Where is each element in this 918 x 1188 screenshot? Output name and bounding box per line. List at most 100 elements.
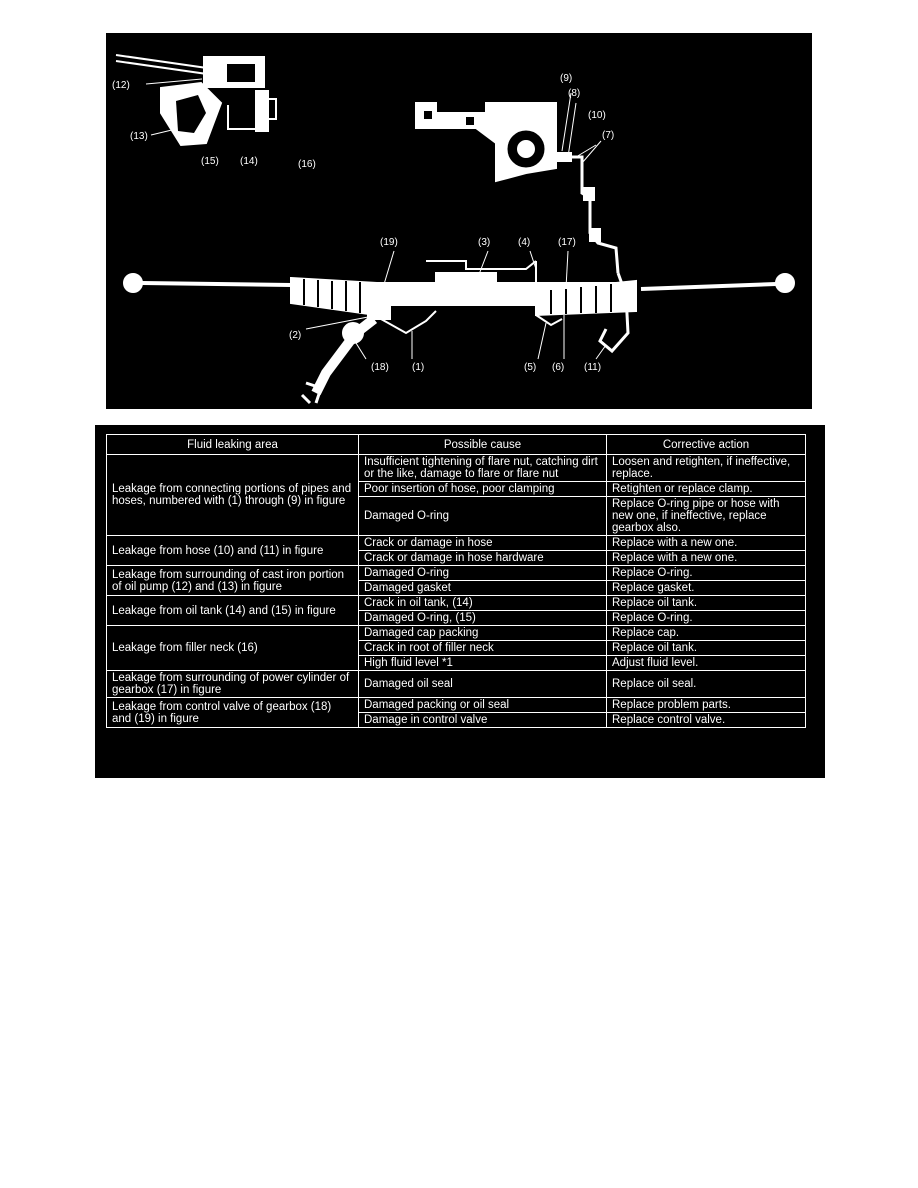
leader-5 <box>537 322 547 360</box>
table-row: Damage in control valve Replace control … <box>107 712 806 728</box>
table-row: Leakage from connecting portions of pipe… <box>106 454 806 536</box>
filler-neck <box>267 98 277 120</box>
label-15: (15) <box>201 156 219 167</box>
table-row: Leakage from surrounding of power cylind… <box>106 670 806 698</box>
cause-cell: Damaged cap packing <box>358 625 607 641</box>
pipe-clamp-1 <box>583 187 595 201</box>
leader-3 <box>477 250 489 278</box>
pump-pulley-hub <box>517 140 535 158</box>
leader-18 <box>355 342 367 360</box>
tie-rod-left <box>141 281 292 287</box>
area-cell: Leakage from hose (10) and (11) in figur… <box>106 535 359 566</box>
bracket-hole-2 <box>466 117 474 125</box>
action-cell: Replace O-ring. <box>606 565 806 581</box>
fitting-5 <box>535 314 563 327</box>
area-cell: Leakage from control valve of gearbox (1… <box>106 697 359 728</box>
action-cell: Replace with a new one. <box>606 550 806 566</box>
table-row: Leakage from surrounding of cast iron po… <box>106 565 806 596</box>
header-corrective-action: Corrective action <box>606 434 806 455</box>
leader-17 <box>565 250 569 289</box>
label-2: (2) <box>289 330 301 341</box>
label-10: (10) <box>588 110 606 121</box>
cause-cell: Damaged oil seal <box>358 670 607 698</box>
action-cell: Replace oil tank. <box>606 640 806 656</box>
leader-11 <box>595 344 607 360</box>
table-row: Leakage from filler neck (16) Damaged ca… <box>106 625 806 671</box>
cause-cell: Damaged O-ring, (15) <box>358 610 607 626</box>
cause-cell: Crack or damage in hose <box>358 535 607 551</box>
leader-4 <box>529 250 537 270</box>
cause-cell: High fluid level *1 <box>358 655 607 671</box>
label-11: (11) <box>584 362 601 373</box>
table-row: Damaged gasket Replace gasket. <box>107 580 806 596</box>
return-hose <box>598 272 630 354</box>
cause-cell: Crack or damage in hose hardware <box>358 550 607 566</box>
area-cell: Leakage from surrounding of cast iron po… <box>106 565 359 596</box>
area-cell: Leakage from oil tank (14) and (15) in f… <box>106 595 359 626</box>
tank-line <box>227 105 256 130</box>
control-valve <box>367 290 391 320</box>
leader-19 <box>381 250 395 292</box>
leader-8 <box>567 102 577 158</box>
label-4: (4) <box>518 237 530 248</box>
tie-rod-end-left <box>123 273 143 293</box>
steering-gear-diagram: (12) (13) (15) (14) (16) (9) (8) (10) (7… <box>106 33 812 409</box>
bracket-hole-1 <box>424 111 432 119</box>
boot-left-ribs <box>303 279 361 313</box>
label-5: (5) <box>524 362 536 373</box>
cause-cell: Crack in root of filler neck <box>358 640 607 656</box>
area-cell: Leakage from connecting portions of pipe… <box>106 454 359 536</box>
table-row: Leakage from hose (10) and (11) in figur… <box>106 535 806 566</box>
label-7: (7) <box>602 130 614 141</box>
label-6: (6) <box>552 362 564 373</box>
header-fluid-leaking-area: Fluid leaking area <box>106 434 359 455</box>
label-1: (1) <box>412 362 424 373</box>
table-row: Leakage from oil tank (14) and (15) in f… <box>106 595 806 626</box>
cause-cell: Poor insertion of hose, poor clamping <box>358 481 607 497</box>
pipe-clamp-2 <box>589 228 601 242</box>
cylinder-top <box>435 272 497 284</box>
label-8: (8) <box>568 88 580 99</box>
action-cell: Replace O-ring. <box>606 610 806 626</box>
diagram-svg: (12) (13) (15) (14) (16) (9) (8) (10) (7… <box>112 54 795 405</box>
header-possible-cause: Possible cause <box>358 434 607 455</box>
label-14: (14) <box>240 156 258 167</box>
yoke <box>300 381 323 405</box>
pump-bracket-cutout <box>176 95 206 133</box>
cause-cell: Damaged O-ring <box>358 565 607 581</box>
leader-10 <box>575 144 597 158</box>
cause-cell: Crack in oil tank, (14) <box>358 595 607 611</box>
label-13: (13) <box>130 131 148 142</box>
action-cell: Replace with a new one. <box>606 535 806 551</box>
label-9: (9) <box>560 73 572 84</box>
label-17: (17) <box>558 237 576 248</box>
action-cell: Replace oil tank. <box>606 595 806 611</box>
boot-right-ribs <box>550 284 612 314</box>
cylinder-pipe <box>426 260 537 270</box>
leader-7 <box>581 140 602 164</box>
oil-tank <box>255 90 269 132</box>
leader-12 <box>145 78 203 85</box>
action-cell: Adjust fluid level. <box>606 655 806 671</box>
action-cell: Replace oil seal. <box>606 670 806 698</box>
action-cell: Replace gasket. <box>606 580 806 596</box>
label-16: (16) <box>298 159 316 170</box>
label-3: (3) <box>478 237 490 248</box>
cause-cell: Damaged O-ring <box>358 496 607 536</box>
cause-cell: Damage in control valve <box>358 712 607 728</box>
table-header-row: Fluid leaking area Possible cause Correc… <box>106 434 806 455</box>
pipe-1 <box>380 310 437 335</box>
pressure-pipe <box>571 155 620 274</box>
action-cell: Replace O-ring pipe or hose with new one… <box>606 496 806 536</box>
label-18: (18) <box>371 362 389 373</box>
table-row: Leakage from control valve of gearbox (1… <box>106 697 806 728</box>
area-cell: Leakage from surrounding of power cylind… <box>106 670 359 698</box>
action-cell: Loosen and retighten, if ineffective, re… <box>606 454 806 482</box>
fluid-leak-table: Fluid leaking area Possible cause Correc… <box>106 434 806 728</box>
action-cell: Replace control valve. <box>606 712 806 728</box>
cause-cell: Damaged packing or oil seal <box>358 697 607 713</box>
action-cell: Retighten or replace clamp. <box>606 481 806 497</box>
action-cell: Replace cap. <box>606 625 806 641</box>
action-cell: Replace problem parts. <box>606 697 806 713</box>
cause-cell: Damaged gasket <box>358 580 607 596</box>
